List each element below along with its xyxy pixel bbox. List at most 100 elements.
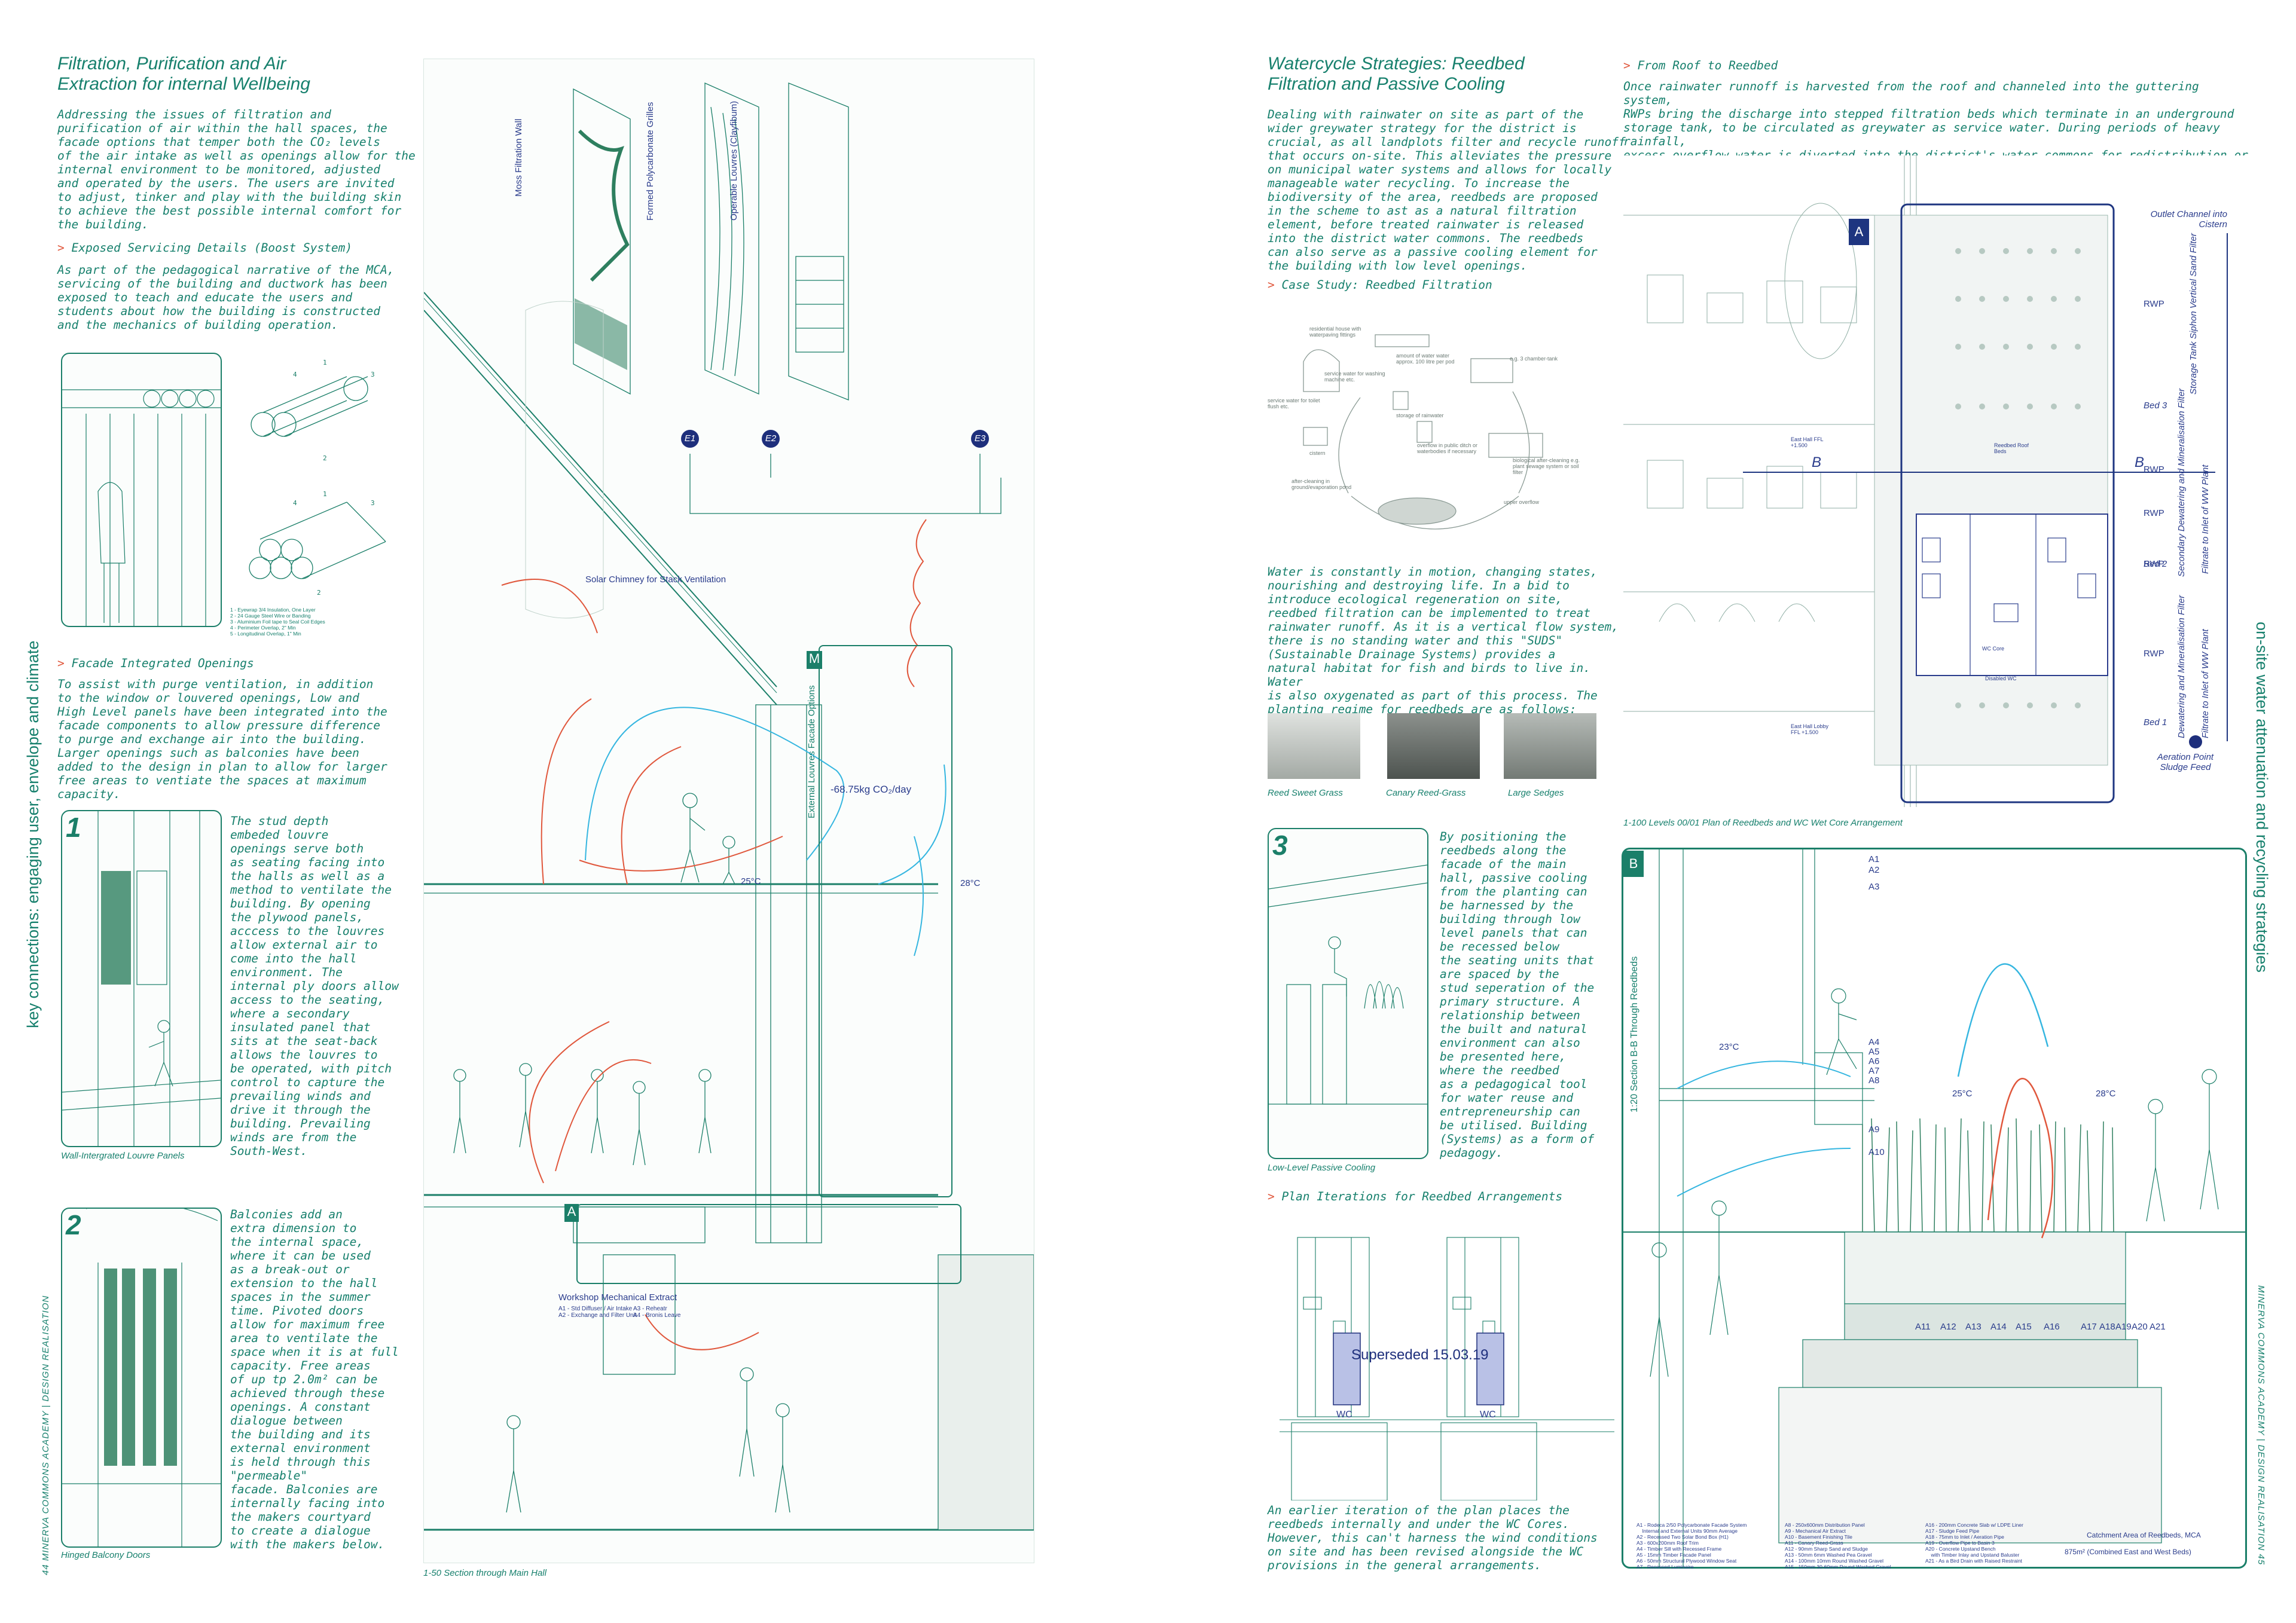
- plan-iterations-drawing: Superseded 15.03.19 WC WC: [1280, 1225, 1614, 1501]
- ref-a8: A8: [1868, 1075, 1880, 1086]
- plan-iter-text: An earlier iteration of the plan places …: [1268, 1503, 1598, 1572]
- wc-label-2: WC: [1480, 1410, 1496, 1420]
- ref-a5: A5: [1868, 1047, 1880, 1057]
- ref-a1: A1: [1868, 854, 1880, 864]
- right-vertical-label: on-site water attenuation and recycling …: [2253, 622, 2271, 973]
- rwp-label-2: RWP: [2144, 464, 2164, 475]
- cycle-label-10: after-cleaning in ground/evaporation pon…: [1292, 478, 1352, 490]
- ref-a11: A11: [1915, 1322, 1931, 1332]
- cycle-text: Water is constantly in motion, changing …: [1268, 565, 1619, 716]
- detail-3-caption: Low-Level Passive Cooling: [1268, 1163, 1376, 1173]
- left-temp-in: 25°C: [741, 876, 761, 887]
- svg-text:1: 1: [323, 490, 327, 498]
- plant-photo-3: [1504, 713, 1596, 779]
- main-hall-section-svg: [423, 82, 1034, 1531]
- outlet-label: Outlet Channel into Cistern: [2150, 209, 2227, 230]
- ref-a7: A7: [1868, 1066, 1880, 1076]
- cycle-label-8: overflow in public ditch or waterbodies …: [1417, 442, 1478, 454]
- aeration-label: Aeration Point Sludge Feed: [2157, 752, 2214, 772]
- room-label-3: East Hall Lobby FFL +1.500: [1791, 723, 1829, 735]
- b-marker-right: B: [2135, 454, 2145, 470]
- section-tag-b: B: [1623, 851, 1644, 877]
- ref-a14: A14: [1990, 1322, 2007, 1332]
- catchment-value: 875m² (Combined East and West Beds): [2065, 1548, 2191, 1556]
- ref-a16: A16: [2044, 1322, 2060, 1332]
- e2-marker: E2: [762, 430, 780, 448]
- svg-text:2: 2: [323, 454, 327, 462]
- e3-marker: E3: [971, 430, 989, 448]
- plan-caption: 1-100 Levels 00/01 Plan of Reedbeds and …: [1623, 818, 1903, 828]
- plant-1-caption: Reed Sweet Grass: [1268, 788, 1343, 798]
- section-b-svg: [1623, 849, 2245, 1567]
- facade-option-3-label: Operable Louvres (Clayfibum): [729, 100, 739, 221]
- solar-chimney-label: Solar Chimney for Stack Ventilation: [585, 574, 726, 585]
- detail-1-number: 1: [66, 812, 81, 843]
- section-b-label: 1:20 Section B-B Through Reedbeds: [1629, 956, 1639, 1112]
- balcony-detail-drawing: 2: [61, 1202, 222, 1548]
- co2-label: -68.75kg CO₂/day: [831, 784, 912, 795]
- bed-2-label: Bed 2: [2144, 559, 2167, 569]
- cycle-label-9: biological after-cleaning e.g. plant sew…: [1513, 457, 1580, 475]
- rwp-label-4: RWP: [2144, 559, 2164, 569]
- ref-a12: A12: [1940, 1322, 1956, 1332]
- section-b-frame: B 1:20 Section B-B Through Reedbeds A1 A…: [1622, 848, 2247, 1570]
- plan-tag-a: A: [1849, 219, 1869, 245]
- room-label-4: WC Core: [1982, 646, 2005, 652]
- case-study-sub: > Case Study: Reedbed Filtration: [1268, 278, 1492, 292]
- detail-1-caption: Wall-Intergrated Louvre Panels: [61, 1151, 185, 1161]
- plan-iter-sub: > Plan Iterations for Reedbed Arrangemen…: [1268, 1190, 1563, 1203]
- catchment-title: Catchment Area of Reedbeds, MCA: [2087, 1531, 2201, 1539]
- detail-3-number: 3: [1272, 830, 1288, 861]
- left-sub1-text: As part of the pedagogical narrative of …: [57, 263, 395, 332]
- plan-iter-label: Plan Iterations for Reedbed Arrangements: [1281, 1190, 1563, 1203]
- room-label-1: Reedbed Roof Beds: [1994, 442, 2029, 454]
- ref-a17: A17: [2081, 1322, 2097, 1332]
- external-options-label: External Louvres Facade Options: [807, 685, 817, 818]
- svg-text:3: 3: [371, 371, 375, 378]
- legend-col-2: A8 - 250x600mm Distribution Panel A9 - M…: [1785, 1522, 1891, 1570]
- rwp-label-5: RWP: [2144, 649, 2164, 659]
- reedbed-plan: A B B Outlet Channel into Cistern RWP RW…: [1623, 155, 2245, 807]
- left-title: Filtration, Purification and Air Extract…: [57, 54, 310, 94]
- rwp-label-3: RWP: [2144, 508, 2164, 518]
- right-temp-out: 28°C: [2096, 1089, 2116, 1099]
- left-sub2-label: Facade Integrated Openings: [71, 656, 254, 670]
- detail-2-caption: Hinged Balcony Doors: [61, 1550, 151, 1560]
- left-vertical-label: key connections: engaging user, envelope…: [24, 640, 42, 1028]
- duct-detail-svg: [62, 389, 221, 626]
- detail-3-text: By positioning the reedbeds along the fa…: [1440, 830, 1595, 1160]
- plant-3-caption: Large Sedges: [1508, 788, 1564, 798]
- right-temp-in: 23°C: [1719, 1042, 1739, 1052]
- facade-option-2-label: Formed Polycarbonate Grilles: [645, 102, 655, 221]
- ref-a21: A21: [2150, 1322, 2166, 1332]
- ref-a6: A6: [1868, 1056, 1880, 1066]
- detail-2-text: Balconies add an extra dimension to the …: [230, 1208, 399, 1551]
- svg-text:2: 2: [317, 589, 321, 597]
- filtrate2-label: Filtrate to Inlet of WW Plant: [2200, 629, 2210, 738]
- room-label-2: East Hall FFL +1.500: [1791, 436, 1824, 448]
- duct-notes: 1 - Eyewrap 3/4 Insulation, One Layer 2 …: [230, 607, 325, 637]
- right-temp-mid: 25°C: [1952, 1089, 1973, 1099]
- ref-a3: A3: [1868, 882, 1880, 892]
- louvre-detail-drawing: 1: [61, 810, 222, 1147]
- facade-option-1-label: Moss Filtration Wall: [514, 118, 524, 197]
- duct-detail-drawing: [61, 353, 222, 627]
- left-temp-out: 28°C: [960, 878, 981, 888]
- roof-sub-label: From Roof to Reedbed: [1637, 59, 1778, 72]
- wc-label-1: WC: [1336, 1410, 1352, 1420]
- ref-a15: A15: [2016, 1322, 2032, 1332]
- ref-a9: A9: [1868, 1124, 1880, 1135]
- right-page-footer: MINERVA COMMONS ACADEMY | DESIGN REALISA…: [2256, 1285, 2266, 1566]
- bed-1-label: Bed 1: [2144, 717, 2167, 728]
- filtrate-label: Filtrate to Inlet of WW Plant: [2200, 464, 2210, 574]
- plant-2-caption: Canary Reed-Grass: [1386, 788, 1466, 798]
- roof-sub: > From Roof to Reedbed: [1623, 59, 1778, 72]
- louvre-detail-svg: [62, 811, 221, 1146]
- bed-3-label: Bed 3: [2144, 401, 2167, 411]
- cycle-label-11: upper overflow: [1504, 499, 1540, 505]
- room-label-5: Disabled WC: [1985, 676, 2017, 681]
- svg-text:3: 3: [371, 499, 375, 507]
- left-sub2: > Facade Integrated Openings: [57, 656, 254, 670]
